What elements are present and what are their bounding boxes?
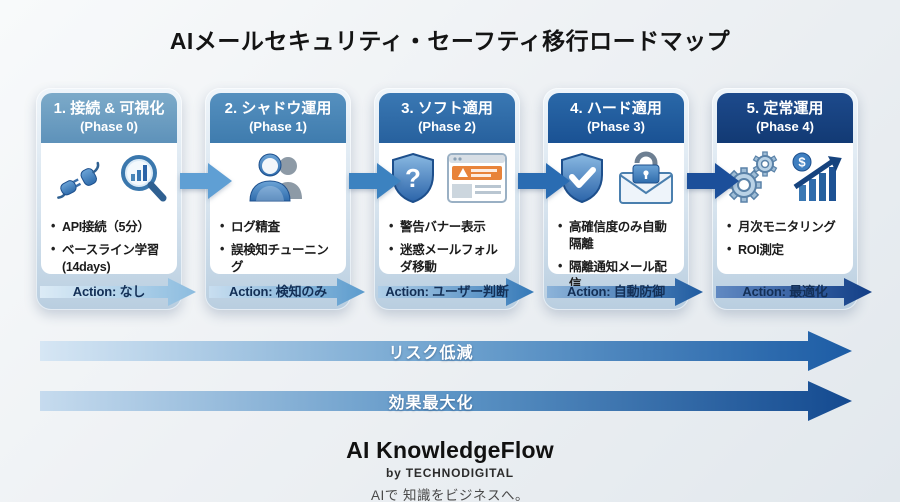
bullet: 月次モニタリング: [727, 218, 847, 236]
phase-card-3: 3. ソフト適用 (Phase 2) ?: [374, 88, 534, 310]
plug-connection-icon: [49, 152, 107, 209]
effect-maximization-label: 効果最大化: [388, 395, 474, 412]
phase-4-title: 4. ハード適用: [570, 100, 662, 117]
phase-1-body: API接続（5分） ベースライン学習 (14days): [41, 143, 177, 274]
action-arrow-icon: [209, 278, 365, 306]
bullet: ログ精査: [220, 218, 340, 236]
phase-2-title: 2. シャドウ運用: [224, 100, 332, 117]
phase-5-icons: $: [722, 149, 848, 211]
risk-reduction-arrow: リスク低減: [40, 329, 852, 373]
phase-1-subtitle: (Phase 0): [80, 118, 138, 134]
phase-1-title: 1. 接続 & 可視化: [53, 100, 165, 117]
magnifier-chart-icon: [116, 151, 170, 210]
phase-1-header: 1. 接続 & 可視化 (Phase 0): [41, 93, 177, 143]
phase-4-footer: Action: 自動防御: [543, 274, 703, 310]
phase-4-header: 4. ハード適用 (Phase 3): [548, 93, 684, 143]
phase-2-body: ログ精査 誤検知チューニング: [210, 143, 346, 274]
locked-mail-icon: [616, 151, 676, 210]
phase-5-action: Action: 最適化: [742, 283, 828, 299]
phase-card-2: 2. シャドウ運用 (Phase 1) ログ精査 誤検知チ: [205, 88, 365, 310]
brand-tagline: AIで 知識をビジネスへ。: [370, 488, 529, 502]
phase-card-1: 1. 接続 & 可視化 (Phase 0): [36, 88, 196, 310]
phase-2-header: 2. シャドウ運用 (Phase 1): [210, 93, 346, 143]
phase-2-subtitle: (Phase 1): [249, 118, 307, 134]
brand-name: AI KnowledgeFlow: [346, 437, 554, 463]
roadmap-cards-row: 1. 接続 & 可視化 (Phase 0): [36, 88, 872, 310]
phase-4-bullets: 高確信度のみ自動隔離 隔離通知メール配信: [553, 218, 679, 293]
bullet: 警告バナー表示: [389, 218, 509, 236]
phase-5-subtitle: (Phase 4): [756, 118, 814, 134]
phase-5-header: 5. 定常運用 (Phase 4): [717, 93, 853, 143]
phase-3-footer: Action: ユーザー判断: [374, 274, 534, 310]
action-arrow-icon: [378, 278, 534, 306]
phase-1-icons: [46, 149, 172, 211]
phase-3-title: 3. ソフト適用: [401, 100, 493, 117]
next-phase-arrow-icon: [518, 163, 570, 199]
phase-4-icons: [553, 149, 679, 211]
phase-5-footer: Action: 最適化: [712, 274, 872, 310]
phase-5-body: $ 月次モニタリング ROI測定: [717, 143, 853, 274]
bullet: 迷惑メールフォルダ移動: [389, 241, 509, 276]
phase-3-action: Action: ユーザー判断: [385, 283, 509, 299]
action-arrow-icon: [716, 278, 872, 306]
phase-1-action: Action: なし: [72, 283, 146, 299]
page-title: AIメールセキュリティ・セーフティ移行ロードマップ: [169, 28, 731, 54]
phase-2-action: Action: 検知のみ: [229, 283, 327, 299]
phase-5-title: 5. 定常運用: [746, 100, 824, 117]
phase-4-subtitle: (Phase 3): [587, 118, 645, 134]
svg-text:?: ?: [405, 163, 421, 193]
phase-1-bullets: API接続（5分） ベースライン学習 (14days): [46, 218, 172, 276]
phase-1-footer: Action: なし: [36, 274, 196, 310]
phase-4-action: Action: 自動防御: [567, 283, 665, 299]
brand-block: AI KnowledgeFlow by TECHNODIGITAL AIで 知識…: [0, 437, 900, 502]
next-phase-arrow-icon: [180, 163, 232, 199]
bullet: 高確信度のみ自動隔離: [558, 218, 678, 253]
bullet: ベースライン学習 (14days): [51, 241, 171, 276]
next-phase-arrow-icon: [349, 163, 401, 199]
next-phase-arrow-icon: [687, 163, 739, 199]
bullet: API接続（5分）: [51, 218, 171, 236]
phase-3-icons: ?: [384, 149, 510, 211]
effect-maximization-arrow: 効果最大化: [40, 379, 852, 423]
warning-banner-window-icon: [446, 152, 507, 208]
phase-3-body: ?: [379, 143, 515, 274]
bullet: ROI測定: [727, 241, 847, 259]
phase-card-5: 5. 定常運用 (Phase 4): [712, 88, 872, 310]
gradient-arrow-icon: [40, 381, 852, 421]
phase-card-4: 4. ハード適用 (Phase 3): [543, 88, 703, 310]
action-arrow-icon: [547, 278, 703, 306]
phase-4-body: 高確信度のみ自動隔離 隔離通知メール配信: [548, 143, 684, 291]
phase-5-bullets: 月次モニタリング ROI測定: [722, 218, 848, 259]
phase-2-footer: Action: 検知のみ: [205, 274, 365, 310]
phase-3-bullets: 警告バナー表示 迷惑メールフォルダ移動: [384, 218, 510, 276]
phase-2-bullets: ログ精査 誤検知チューニング: [215, 218, 341, 276]
phase-2-icons: [215, 149, 341, 211]
bullet: 誤検知チューニング: [220, 241, 340, 276]
risk-reduction-label: リスク低減: [388, 345, 474, 362]
svg-text:$: $: [798, 154, 806, 169]
action-arrow-icon: [40, 278, 196, 306]
phase-3-header: 3. ソフト適用 (Phase 2): [379, 93, 515, 143]
growth-chart-dollar-icon: $: [789, 151, 847, 210]
phase-3-subtitle: (Phase 2): [418, 118, 476, 134]
brand-byline: by TECHNODIGITAL: [386, 466, 514, 480]
gradient-arrow-icon: [40, 331, 852, 371]
users-icon: [246, 151, 310, 210]
